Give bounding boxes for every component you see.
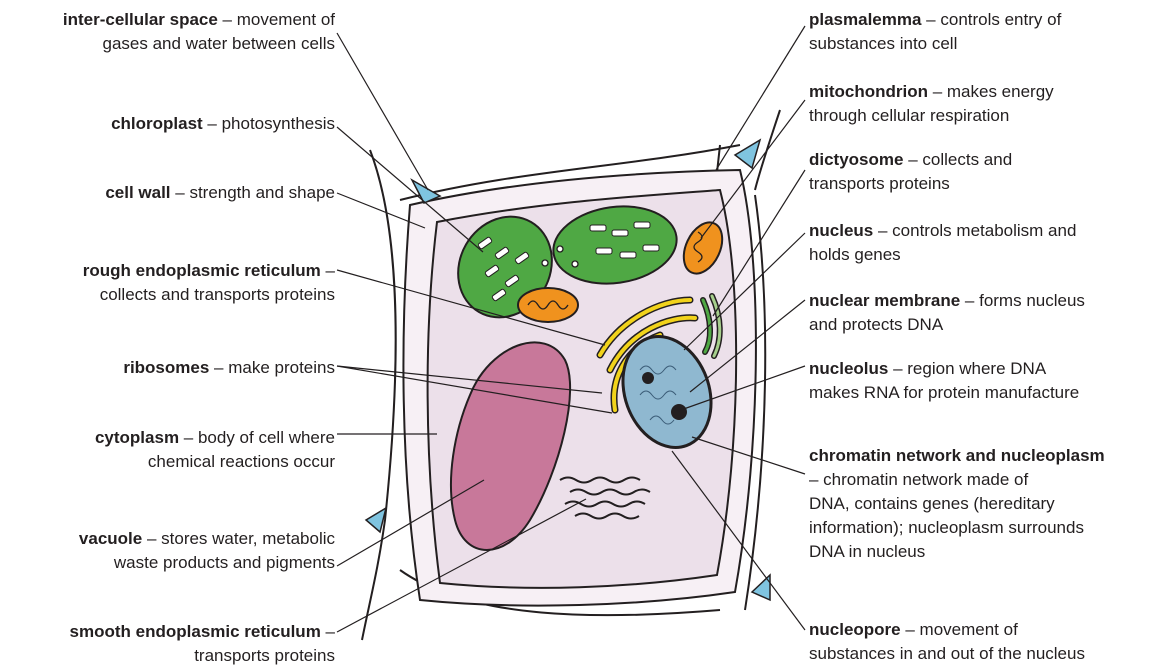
label-rough-endoplasmic-reticulum: rough endoplasmic reticulum – collects a… xyxy=(83,259,335,307)
label-plasmalemma: plasmalemma – controls entry of substanc… xyxy=(809,8,1061,56)
label-smooth-endoplasmic-reticulum: smooth endoplasmic reticulum – transport… xyxy=(70,620,335,668)
label-nucleolus: nucleolus – region where DNA makes RNA f… xyxy=(809,357,1079,405)
label-cell-wall: cell wall – strength and shape xyxy=(105,181,335,205)
label-nucleopore: nucleopore – movement of substances in a… xyxy=(809,618,1085,666)
label-nucleus: nucleus – controls metabolism and holds … xyxy=(809,219,1076,267)
term: inter-cellular space xyxy=(63,10,218,29)
label-inter-cellular-space: inter-cellular space – movement of gases… xyxy=(63,8,335,56)
label-mitochondrion: mitochondrion – makes energy through cel… xyxy=(809,80,1054,128)
label-vacuole: vacuole – stores water, metabolic waste … xyxy=(79,527,335,575)
label-cytoplasm: cytoplasm – body of cell where chemical … xyxy=(95,426,335,474)
label-dictyosome: dictyosome – collects and transports pro… xyxy=(809,148,1012,196)
label-nuclear-membrane: nuclear membrane – forms nucleus and pro… xyxy=(809,289,1085,337)
label-chloroplast: chloroplast – photosynthesis xyxy=(111,112,335,136)
label-chromatin-network-and-nucleoplasm: chromatin network and nucleoplasm – chro… xyxy=(809,444,1105,564)
label-ribosomes: ribosomes – make proteins xyxy=(123,356,335,380)
